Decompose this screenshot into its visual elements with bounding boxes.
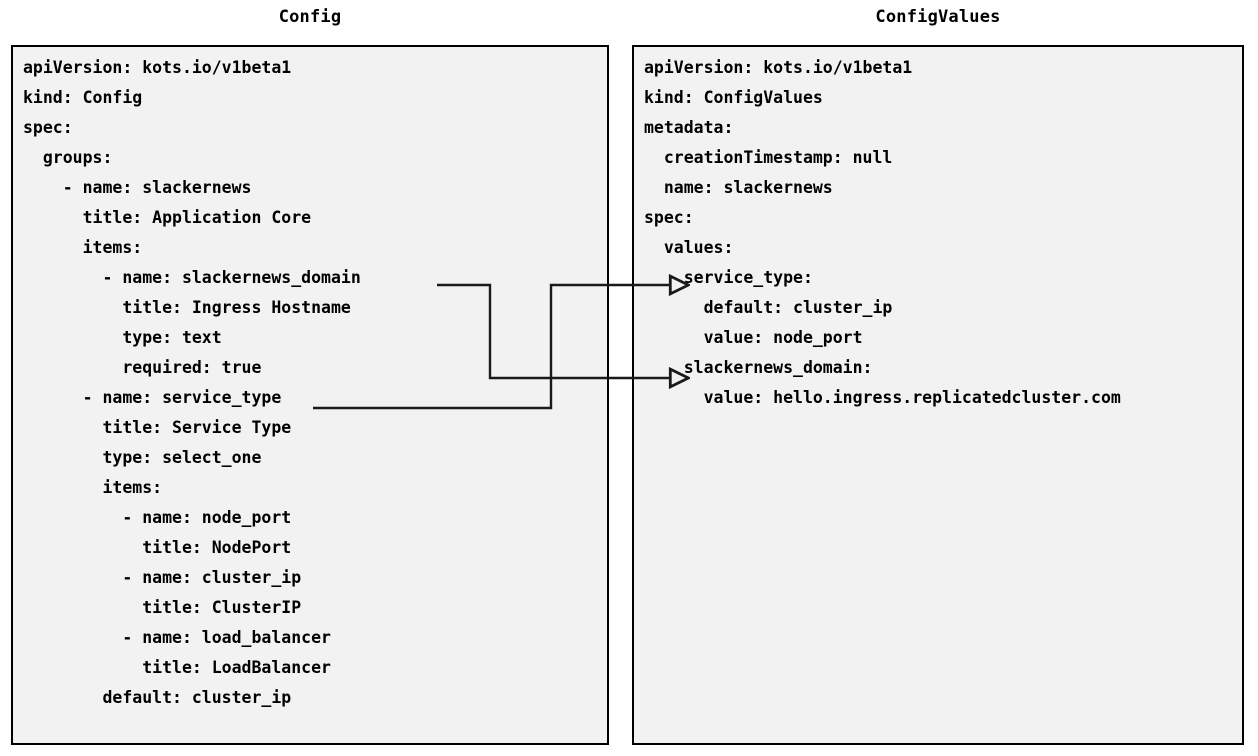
yaml-line: values: — [644, 238, 734, 257]
yaml-line: spec: — [23, 118, 73, 137]
yaml-line: type: text — [23, 328, 222, 347]
yaml-line: title: ClusterIP — [23, 598, 302, 617]
yaml-line: title: NodePort — [23, 538, 292, 557]
yaml-line: - name: service_type — [23, 388, 282, 407]
yaml-line: title: Service Type — [23, 418, 292, 437]
yaml-line: default: cluster_ip — [23, 688, 292, 707]
yaml-line: - name: cluster_ip — [23, 568, 302, 587]
page-title-configvalues: ConfigValues — [875, 7, 1001, 27]
yaml-line: - name: node_port — [23, 508, 292, 527]
yaml-line: - name: slackernews — [23, 178, 252, 197]
yaml-line: items: — [23, 478, 163, 497]
yaml-line: metadata: — [644, 118, 734, 137]
yaml-line: groups: — [23, 148, 113, 167]
yaml-line: apiVersion: kots.io/v1beta1 — [644, 58, 913, 77]
yaml-line: kind: Config — [23, 88, 143, 107]
yaml-line: required: true — [23, 358, 262, 377]
yaml-line: creationTimestamp: null — [644, 148, 893, 167]
yaml-line: items: — [23, 238, 143, 257]
page-title-config: Config — [278, 7, 342, 27]
yaml-line: name: slackernews — [644, 178, 833, 197]
yaml-line: service_type: — [644, 268, 813, 287]
yaml-line: type: select_one — [23, 448, 262, 467]
yaml-line: value: node_port — [644, 328, 863, 347]
yaml-line: - name: slackernews_domain — [23, 268, 361, 287]
yaml-line: apiVersion: kots.io/v1beta1 — [23, 58, 292, 77]
yaml-line: title: Application Core — [23, 208, 312, 227]
yaml-line: title: LoadBalancer — [23, 658, 331, 677]
yaml-line: title: Ingress Hostname — [23, 298, 351, 317]
yaml-line: value: hello.ingress.replicatedcluster.c… — [644, 388, 1121, 407]
yaml-line: spec: — [644, 208, 694, 227]
yaml-line: - name: load_balancer — [23, 628, 331, 647]
configvalues-panel: apiVersion: kots.io/v1beta1 kind: ConfigV… — [632, 45, 1244, 745]
yaml-line: kind: ConfigValues — [644, 88, 823, 107]
configvalues-yaml-text: apiVersion: kots.io/v1beta1 kind: ConfigV… — [644, 53, 1238, 413]
config-panel: apiVersion: kots.io/v1beta1 kind: Config s… — [11, 45, 609, 745]
config-yaml-text: apiVersion: kots.io/v1beta1 kind: Config s… — [23, 53, 603, 713]
yaml-line: default: cluster_ip — [644, 298, 893, 317]
yaml-line: slackernews_domain: — [644, 358, 873, 377]
